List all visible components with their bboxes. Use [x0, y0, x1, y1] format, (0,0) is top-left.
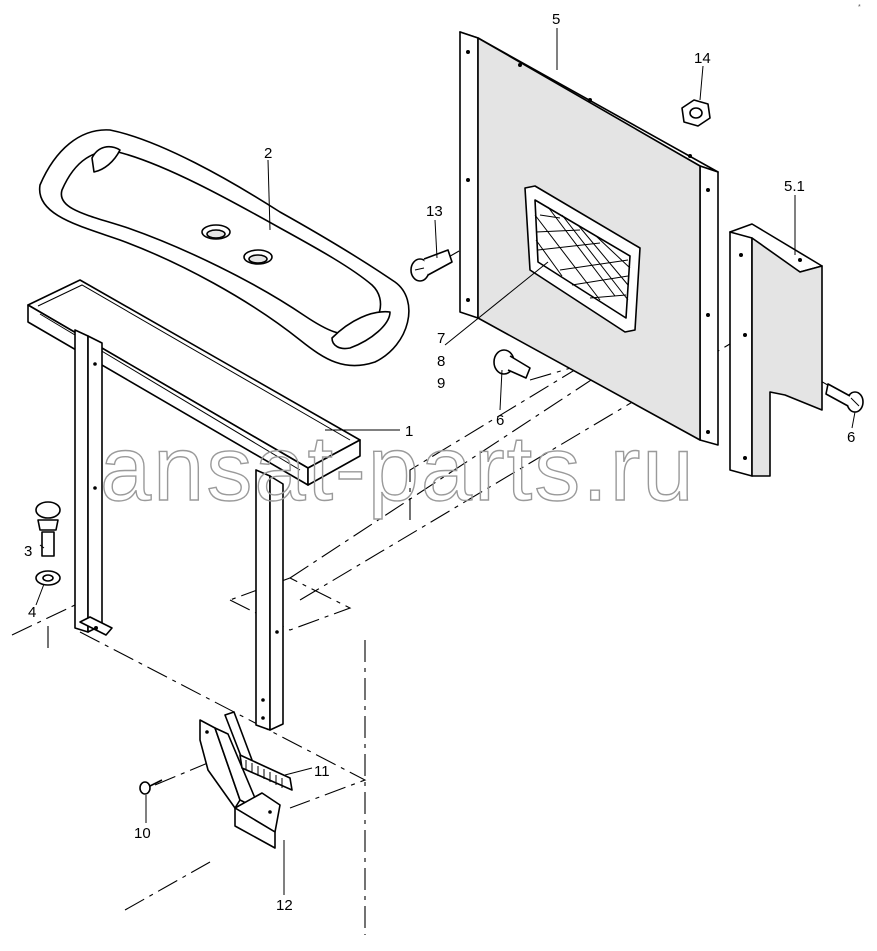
callout-10: 10 — [134, 825, 151, 842]
washer-part-4 — [35, 570, 61, 586]
screw-part-6-left — [493, 349, 531, 379]
bolt-part-3 — [35, 501, 61, 557]
clamp-part-11 — [224, 711, 293, 791]
callout-4: 4 — [28, 604, 36, 621]
screw-part-10 — [139, 779, 163, 795]
watermark-text: ansat-parts.ru — [100, 418, 696, 520]
callout-6-left: 6 — [496, 412, 504, 429]
callout-1: 1 — [405, 423, 413, 440]
callout-5-1: 5.1 — [784, 178, 805, 195]
armrest-pad-part-2 — [39, 129, 410, 367]
callout-7: 7 — [437, 330, 445, 347]
screw-part-6-right — [825, 383, 864, 413]
corner-mark: * — [858, 4, 861, 11]
side-panel-part-5-1 — [729, 223, 823, 477]
callout-9: 9 — [437, 375, 445, 392]
screw-part-13 — [410, 249, 453, 282]
callout-labels: 1 2 3 4 5 5.1 6 6 7 8 9 10 11 12 13 14 — [24, 11, 855, 914]
callout-12: 12 — [276, 897, 293, 914]
callout-6-right: 6 — [847, 429, 855, 446]
net-pocket-part-7-8-9 — [524, 185, 641, 333]
callout-3: 3 — [24, 543, 32, 560]
callout-2: 2 — [264, 145, 272, 162]
callout-5: 5 — [552, 11, 560, 28]
callout-13: 13 — [426, 203, 443, 220]
callout-14: 14 — [694, 50, 711, 67]
callout-11: 11 — [314, 763, 330, 780]
nut-part-14 — [681, 99, 711, 127]
callout-8: 8 — [437, 353, 445, 370]
frame-part-1 — [27, 279, 361, 731]
leader-lines — [35, 28, 856, 895]
bracket-part-12 — [199, 719, 281, 849]
